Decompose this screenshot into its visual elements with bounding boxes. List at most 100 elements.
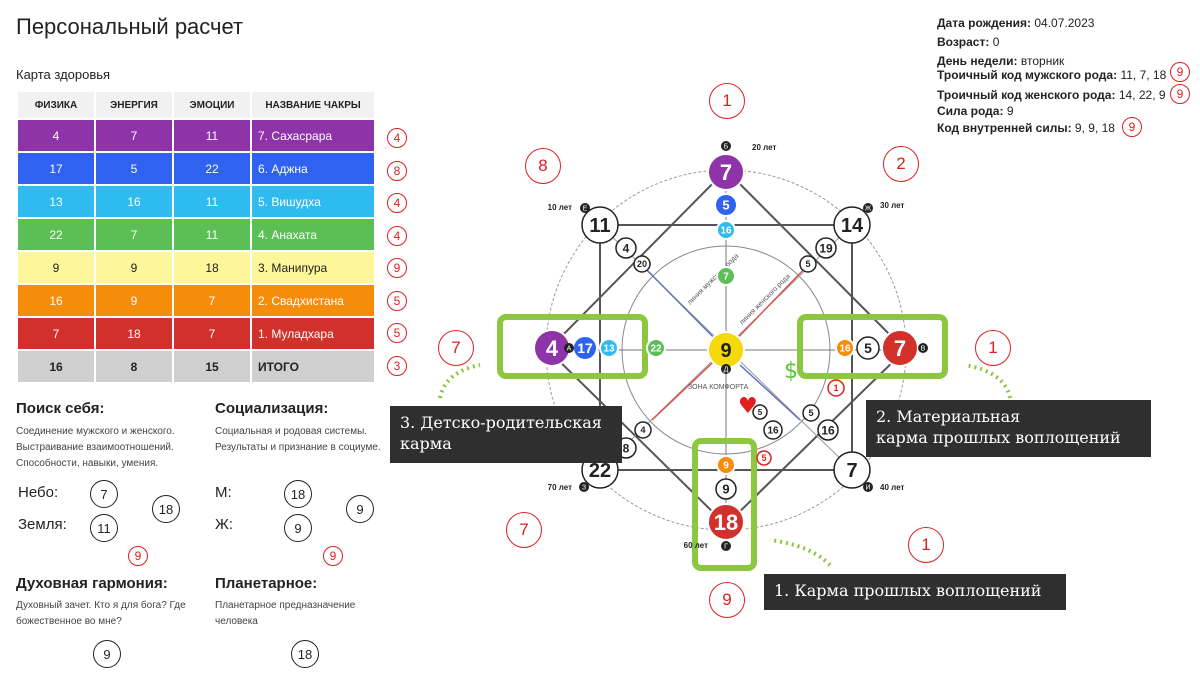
cell-energy: 7 (96, 120, 172, 151)
cell-physics: 9 (18, 252, 94, 283)
social-sum: 9 (346, 495, 374, 523)
weekday-row: День недели: вторник (937, 54, 1065, 68)
cell-chakra-name: 1. Муладхара (252, 318, 374, 349)
badge-bl: 7 (506, 512, 542, 548)
node-bl3: 4 (640, 425, 645, 435)
node-top3-circle (716, 220, 736, 240)
node-tl3-circle (633, 255, 651, 273)
node-tl2: 4 (623, 241, 630, 255)
node-bottom2-circle (715, 478, 737, 500)
node-br2: 5 (808, 408, 813, 418)
age-top: 20 лет (752, 143, 776, 152)
cell-energy: 5 (96, 153, 172, 184)
node-tr3-circle (799, 255, 817, 273)
node-tl3: 20 (637, 259, 647, 269)
spirit-title: Духовная гармония: (16, 575, 168, 592)
badge-br: 1 (908, 527, 944, 563)
node-tr: 14 (841, 215, 864, 237)
birth-date-row: Дата рождения: 04.07.2023 (937, 16, 1095, 30)
node-top-circle (707, 153, 745, 191)
node-left2: 17 (577, 340, 593, 356)
chakra-side-badge: 5 (387, 323, 407, 343)
right-dotted-arrow (964, 363, 1012, 399)
letter-i: И (865, 485, 870, 492)
female-code-row: Троичный код женского рода: 14, 22, 9 (937, 88, 1166, 102)
letter-zh: Ж (865, 206, 872, 213)
cell-physics: 13 (18, 186, 94, 217)
age-bl: 70 лет (548, 483, 572, 492)
chakra-side-badge: 4 (387, 193, 407, 213)
node-heart-inner2-circle (752, 404, 768, 420)
spirit-value: 9 (93, 640, 121, 668)
left-dotted-arrow (438, 363, 481, 399)
cell-physics: 4 (18, 120, 94, 151)
male-line-arrow (644, 267, 727, 351)
letter-g-marker (721, 541, 731, 551)
col-energy: ЭНЕРГИЯ (96, 92, 172, 118)
cell-emotions: 7 (174, 318, 250, 349)
node-right2-circle (856, 336, 880, 360)
power-row: Сила рода: 9 (937, 104, 1014, 118)
cell-energy: 18 (96, 318, 172, 349)
node-br3-circle (817, 419, 839, 441)
node-bottom: 18 (714, 510, 738, 535)
node-tr3: 5 (805, 259, 810, 269)
node-bottom-circle (707, 503, 745, 541)
cell-energy: 9 (96, 285, 172, 316)
node-dollar-num-circle (827, 379, 845, 397)
node-tr2-circle (815, 237, 837, 259)
dollar-icon: $ (784, 359, 798, 384)
cell-physics: 22 (18, 219, 94, 250)
col-physics: ФИЗИКА (18, 92, 94, 118)
female-label: Ж: (215, 516, 234, 533)
chakra-side-badge: 3 (387, 355, 407, 376)
self-badge: 9 (128, 546, 148, 566)
letter-g: Г (724, 544, 728, 551)
node-bl3-circle (634, 421, 652, 439)
node-br2-circle (802, 404, 820, 422)
badge-tl: 8 (525, 148, 561, 184)
letter-zh-marker (863, 203, 873, 213)
female-line-label: линия женского рода (738, 273, 791, 326)
male-code-row: Троичный код мужского рода: 11, 7, 18 (937, 68, 1167, 82)
node-br: 7 (846, 460, 857, 482)
letter-z: З (582, 485, 586, 492)
cell-chakra-name: 4. Анахата (252, 219, 374, 250)
badge-tr: 2 (883, 146, 919, 182)
total-emotions: 15 (174, 351, 250, 382)
cell-chakra-name: 3. Манипура (252, 252, 374, 283)
col-emotions: ЭМОЦИИ (174, 92, 250, 118)
cell-physics: 7 (18, 318, 94, 349)
age-bottom: 60 лет (684, 541, 708, 550)
callout-one: 1. Карма прошлых воплощений (764, 574, 1066, 610)
badge-right: 1 (975, 330, 1011, 366)
total-energy: 8 (96, 351, 172, 382)
letter-e-marker (580, 203, 590, 213)
age-right: 30 лет (880, 201, 904, 210)
node-left4: 22 (650, 344, 662, 355)
node-top2: 5 (722, 198, 729, 213)
letter-b-marker (721, 141, 731, 151)
bottom-highlight (692, 438, 757, 571)
cell-emotions: 18 (174, 252, 250, 283)
self-sum: 18 (152, 495, 180, 523)
node-bottom3: 9 (723, 461, 729, 472)
letter-v-marker (918, 343, 928, 353)
node-tl2-circle (615, 237, 637, 259)
total-label: ИТОГО (252, 351, 374, 382)
letter-a: А (567, 346, 572, 353)
age-row: Возраст: 0 (937, 35, 1000, 49)
female-line-arrow (725, 264, 809, 351)
node-right: 7 (894, 336, 906, 361)
